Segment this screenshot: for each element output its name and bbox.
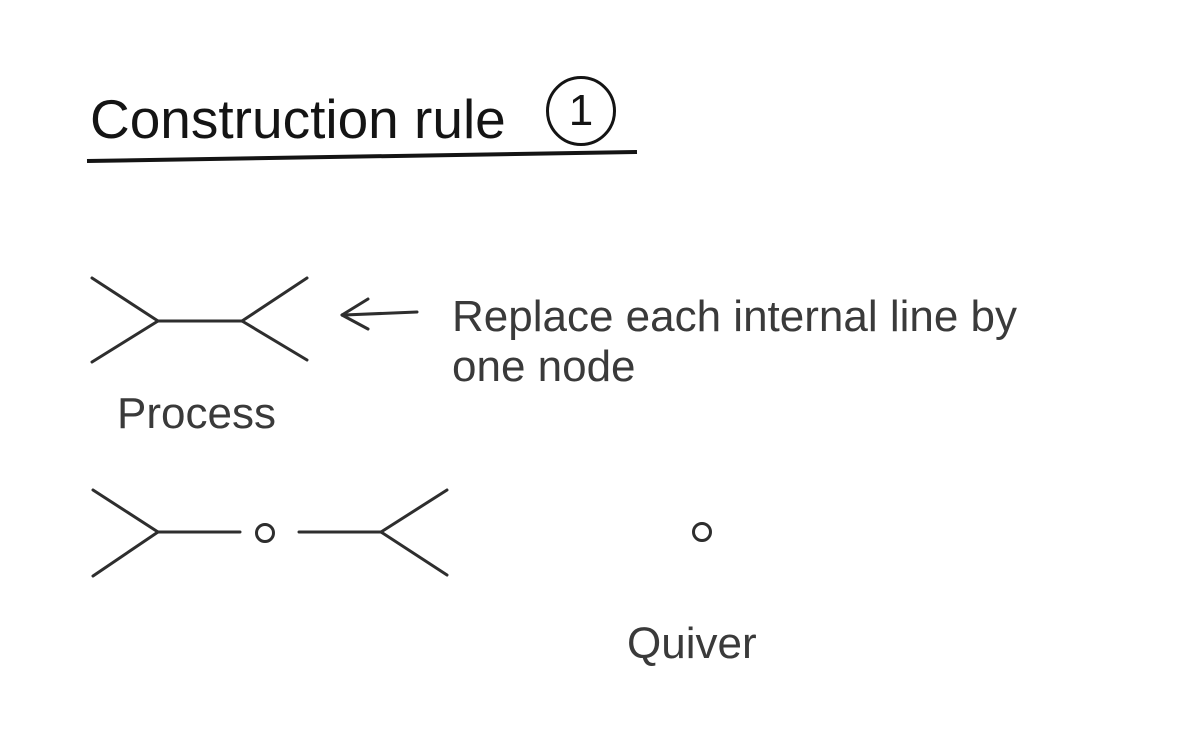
quiver-leg-upper-right xyxy=(379,488,449,534)
arrow-barb-upper xyxy=(340,297,370,317)
page-title: Construction rule xyxy=(90,88,506,150)
quiver-label: Quiver xyxy=(627,619,757,668)
process-leg-lower-left xyxy=(90,319,160,364)
quiver-node-circle-icon xyxy=(692,522,712,542)
annotation-line-1: Replace each internal line by xyxy=(452,292,1018,341)
title-underline xyxy=(86,150,638,163)
process-leg-lower-right xyxy=(240,319,309,362)
quiver-leg-upper-left xyxy=(91,488,160,534)
arrow-shaft xyxy=(342,310,419,317)
quiver-leg-lower-left xyxy=(91,530,160,578)
quiver-leg-lower-right xyxy=(379,530,449,577)
process-diagram xyxy=(90,276,309,364)
process-leg-upper-right xyxy=(240,276,309,323)
arrow-barb-lower xyxy=(340,313,370,331)
rule-number: 1 xyxy=(568,86,594,135)
circled-number-badge: 1 xyxy=(546,76,616,146)
process-label: Process xyxy=(117,389,276,438)
node-circle-icon xyxy=(255,523,275,543)
annotation-text: Replace each internal line by one node xyxy=(452,292,1017,392)
process-leg-upper-left xyxy=(90,276,160,323)
annotation-line-2: one node xyxy=(452,342,636,391)
left-arrow-icon xyxy=(340,297,419,331)
quiver-construction-diagram xyxy=(91,488,449,578)
